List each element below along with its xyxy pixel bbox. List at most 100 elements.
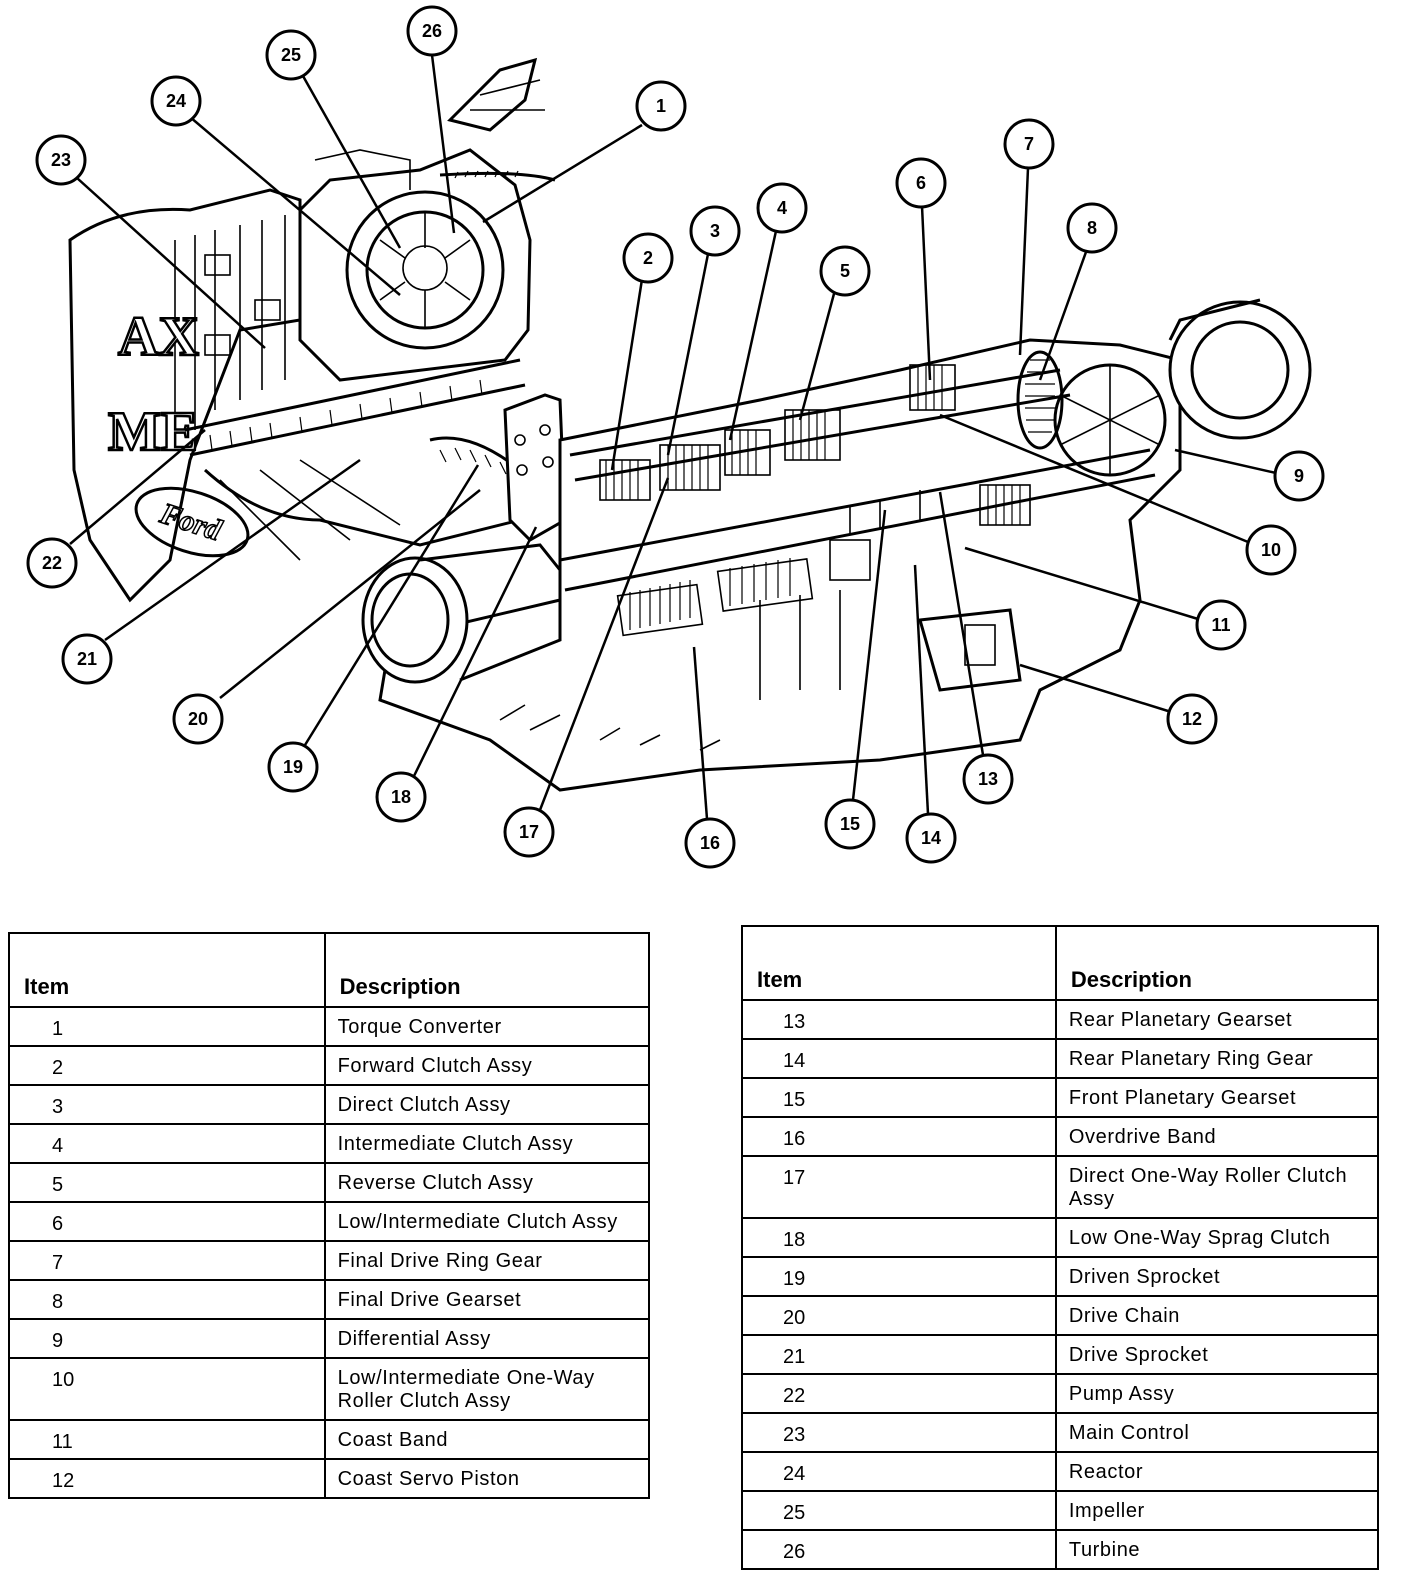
svg-text:11: 11 — [1211, 615, 1230, 635]
svg-text:24: 24 — [166, 91, 186, 111]
svg-text:23: 23 — [51, 150, 71, 170]
svg-text:15: 15 — [840, 814, 860, 834]
legend-item-description: Reactor — [1054, 1451, 1380, 1492]
legend-item-number: 24 — [741, 1451, 1057, 1492]
callout-18: 18 — [375, 771, 427, 823]
legend-item-number: 3 — [8, 1084, 326, 1125]
legend-item-number: 12 — [8, 1458, 326, 1499]
legend-item-number: 26 — [741, 1529, 1057, 1570]
main-case-body — [378, 338, 1182, 792]
callout-1: 1 — [635, 80, 687, 132]
legend-item-description: Differential Assy — [323, 1318, 651, 1359]
svg-text:14: 14 — [921, 828, 941, 848]
output-shaft — [559, 448, 1156, 592]
callout-11: 11 — [1195, 599, 1247, 651]
svg-text:12: 12 — [1182, 709, 1202, 729]
svg-text:7: 7 — [1024, 134, 1034, 154]
legend-item-description: Coast Servo Piston — [323, 1458, 651, 1499]
legend-item-number: 25 — [741, 1490, 1057, 1531]
legend-item-number: 19 — [741, 1256, 1057, 1297]
svg-text:25: 25 — [281, 45, 301, 65]
legend-item-number: 21 — [741, 1334, 1057, 1375]
torque-converter-drum — [361, 556, 469, 684]
svg-text:8: 8 — [1087, 218, 1097, 238]
legend-item-description: Reverse Clutch Assy — [323, 1162, 651, 1203]
legend-item-number: 14 — [741, 1038, 1057, 1079]
callout-24: 24 — [150, 75, 202, 127]
description-column-header: Description — [1054, 925, 1380, 1001]
callout-7: 7 — [1003, 118, 1055, 170]
legend-item-description: Drive Sprocket — [1054, 1334, 1380, 1375]
callout-21: 21 — [61, 633, 113, 685]
legend-item-description: Driven Sprocket — [1054, 1256, 1380, 1297]
callout-markers: 1 2 3 4 5 6 7 8 9 10 11 12 13 14 15 16 1… — [26, 5, 1325, 869]
callout-6: 6 — [895, 157, 947, 209]
legend-item-number: 1 — [8, 1006, 326, 1047]
legend-item-number: 2 — [8, 1045, 326, 1086]
legend-item-description: Overdrive Band — [1054, 1116, 1380, 1157]
svg-text:22: 22 — [42, 553, 62, 573]
svg-text:4: 4 — [777, 198, 787, 218]
svg-text:21: 21 — [77, 649, 97, 669]
legend-item-description: Direct Clutch Assy — [323, 1084, 651, 1125]
svg-text:3: 3 — [710, 221, 720, 241]
legend-item-number: 10 — [8, 1357, 326, 1421]
svg-text:1: 1 — [656, 96, 666, 116]
svg-text:13: 13 — [978, 769, 998, 789]
callout-9: 9 — [1273, 450, 1325, 502]
svg-text:16: 16 — [700, 833, 720, 853]
valve-body-ribs — [174, 215, 286, 430]
legend-item-number: 5 — [8, 1162, 326, 1203]
svg-text:19: 19 — [283, 757, 303, 777]
legend-item-description: Drive Chain — [1054, 1295, 1380, 1336]
leader-lines — [69, 54, 1277, 820]
item-column-header: Item — [8, 932, 326, 1008]
legend-item-number: 18 — [741, 1217, 1057, 1258]
case-cast-lettering-me: ME — [108, 401, 198, 463]
legend-item-description: Rear Planetary Ring Gear — [1054, 1038, 1380, 1079]
legend-item-number: 4 — [8, 1123, 326, 1164]
transaxle-cutaway-diagram: AX ME Ford — [26, 5, 1325, 869]
legend-item-description: Low/Intermediate Clutch Assy — [323, 1201, 651, 1242]
legend-item-number: 9 — [8, 1318, 326, 1359]
legend-item-number: 15 — [741, 1077, 1057, 1118]
callout-25: 25 — [265, 29, 317, 81]
callout-8: 8 — [1066, 202, 1118, 254]
svg-text:5: 5 — [840, 261, 850, 281]
legend-item-description: Direct One-Way Roller Clutch Assy — [1054, 1155, 1380, 1219]
callout-20: 20 — [172, 693, 224, 745]
legend-item-description: Pump Assy — [1054, 1373, 1380, 1414]
legend-item-description: Low/Intermediate One-Way Roller Clutch A… — [323, 1357, 651, 1421]
legend-item-description: Forward Clutch Assy — [323, 1045, 651, 1086]
callout-17: 17 — [503, 806, 555, 858]
item-column-header: Item — [741, 925, 1057, 1001]
svg-text:10: 10 — [1261, 540, 1281, 560]
callout-26: 26 — [406, 5, 458, 57]
callout-3: 3 — [689, 205, 741, 257]
legend-item-number: 6 — [8, 1201, 326, 1242]
svg-text:18: 18 — [391, 787, 411, 807]
description-column-header: Description — [323, 932, 651, 1008]
legend-item-number: 11 — [8, 1419, 326, 1460]
legend-item-description: Front Planetary Gearset — [1054, 1077, 1380, 1118]
legend-header-row: Item Description — [741, 925, 1380, 1001]
callout-22: 22 — [26, 537, 78, 589]
